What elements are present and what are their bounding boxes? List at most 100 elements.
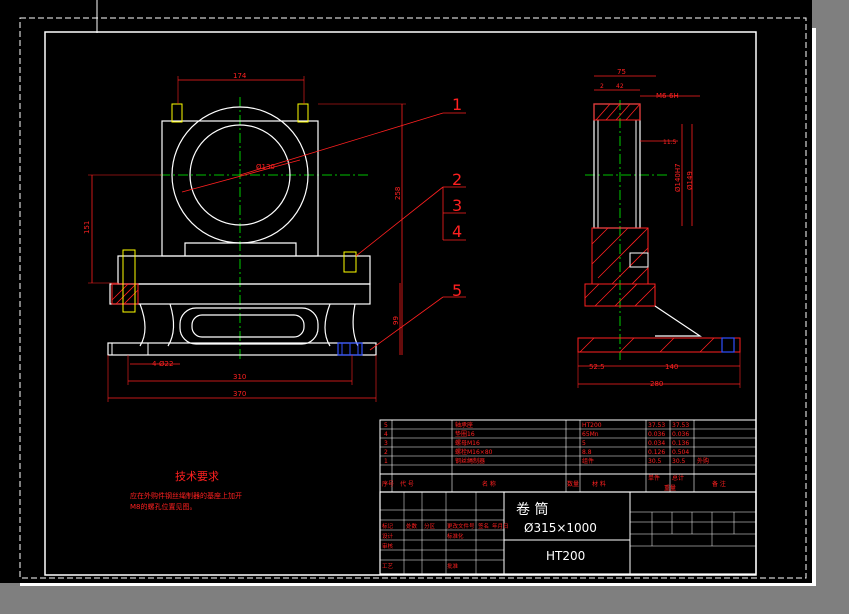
- balloon-4: 4: [452, 222, 462, 241]
- bom-header-weight: 重量: [664, 484, 676, 492]
- tech-requirement-line-2: M8的螺孔位置见图。: [130, 502, 197, 511]
- tb-label-approve: 批准: [447, 562, 459, 570]
- bom-header-material: 材 料: [592, 480, 606, 488]
- dim-side-overall: 280: [650, 380, 663, 388]
- left-anchor-bolt: [122, 249, 136, 313]
- bom-row-4-material: 65Mn: [582, 431, 599, 438]
- sheet-shadow-bottom: [20, 583, 816, 586]
- side-base-hatch: [584, 283, 656, 307]
- bom-row-1-no: 1: [384, 458, 388, 465]
- dim-side-bore: Ø140H7: [674, 163, 682, 192]
- bill-of-materials: 5 轴承座 HT200 37.53 37.53 4 垫圈16 65Mn 0.03…: [379, 419, 757, 493]
- bom-row-4-no: 4: [384, 431, 388, 438]
- dim-holes: 4-Ø22: [152, 360, 173, 368]
- bom-row-1-material: 组件: [582, 457, 594, 465]
- side-housing-inner: [597, 119, 637, 229]
- balloon-1: 1: [452, 95, 462, 114]
- foot-slot-outer: [179, 307, 319, 345]
- bom-header-no: 序号: [382, 480, 394, 488]
- bom-header-code: 代 号: [400, 480, 414, 488]
- side-bolt-head: [629, 252, 649, 268]
- tech-requirements-title: 技术要求: [175, 470, 219, 483]
- bom-row-4-w2: 0.036: [672, 431, 689, 438]
- bom-row-1-name: 钢丝绳制器: [455, 457, 485, 465]
- bom-row-2-material: 8.8: [582, 449, 592, 456]
- outer-frame: [19, 17, 807, 579]
- dim-side-left: 52.5: [589, 363, 605, 371]
- bom-header-note: 备 注: [712, 480, 726, 488]
- bom-row-3-w2: 0.136: [672, 440, 689, 447]
- right-foot-curve: [324, 303, 359, 347]
- tb-label-count: 处数: [406, 522, 418, 530]
- drawing-material: HT200: [546, 549, 585, 563]
- bom-header-single: 单件: [648, 474, 660, 482]
- side-housing: [593, 103, 641, 229]
- bom-row-5-material: HT200: [582, 422, 602, 429]
- tb-label-process: 工艺: [382, 563, 394, 570]
- balloon-2: 2: [452, 170, 462, 189]
- base-plate: [117, 255, 371, 285]
- ground-base: [107, 342, 377, 356]
- tb-label-date: 年月日: [492, 522, 509, 530]
- side-rib: [654, 305, 702, 337]
- tb-label-mark: 标记: [382, 522, 394, 530]
- right-bolt: [343, 251, 357, 273]
- foot-slot-inner: [191, 314, 305, 338]
- drawing-spec: Ø315×1000: [524, 521, 597, 535]
- bom-row-2-name: 螺栓M16×80: [455, 448, 493, 456]
- tb-label-sign: 签名: [478, 522, 489, 530]
- bom-row-1-w2: 30.5: [672, 458, 686, 465]
- bom-header-total: 总计: [672, 474, 684, 482]
- dim-outer-width: 370: [233, 390, 246, 398]
- diameter-leader: [181, 159, 301, 193]
- tb-label-design: 设计: [382, 532, 394, 540]
- dim-side-a: 2: [600, 83, 604, 90]
- sheet-shadow-right: [812, 28, 816, 586]
- bom-row-4-w1: 0.036: [648, 431, 665, 438]
- bom-row-2-no: 2: [384, 449, 388, 456]
- bom-row-1-note: 外购: [697, 457, 709, 465]
- bom-row-5-no: 5: [384, 422, 388, 429]
- dim-side-top: 75: [617, 68, 626, 76]
- bom-row-3-w1: 0.034: [648, 440, 665, 447]
- tb-label-change: 更改文件号: [447, 522, 475, 530]
- side-foot-nut: [721, 337, 735, 353]
- bom-row-3-no: 3: [384, 440, 388, 447]
- bom-row-5-w2: 37.53: [672, 422, 689, 429]
- bom-row-5-name: 轴承座: [455, 421, 473, 429]
- dim-side-mid: 140: [665, 363, 678, 371]
- top-left-bolt: [171, 103, 183, 123]
- left-foot-curve: [139, 303, 175, 347]
- inner-frame: [44, 31, 757, 576]
- dim-inner-width: 310: [233, 373, 246, 381]
- dim-side-thread: M6-6H: [656, 92, 679, 100]
- dim-side-b: 42: [616, 83, 624, 90]
- dim-base-height: 99: [392, 316, 400, 325]
- side-view: 75 2 42 M6-6H 11.5 Ø140H7 Ø149 52.5 140 …: [577, 68, 741, 388]
- base-flange: [109, 283, 371, 305]
- bom-row-1-w1: 30.5: [648, 458, 662, 465]
- tb-label-zone: 分区: [424, 522, 436, 530]
- bom-row-4-name: 垫圈16: [455, 430, 475, 438]
- bom-header-name: 名 称: [482, 480, 496, 488]
- title-block: 标记 处数 分区 更改文件号 签名 年月日 设计 标准化 审核 工艺 批准 卷 …: [379, 491, 757, 575]
- balloon-5: 5: [452, 281, 462, 300]
- balloon-3: 3: [452, 196, 462, 215]
- front-view: Ø130 174 258 151 99 4-Ø22 310 370: [83, 72, 406, 402]
- side-top-hatch: [593, 103, 641, 121]
- bom-header-qty: 数量: [567, 480, 579, 488]
- drawing-title: 卷 筒: [516, 501, 548, 518]
- housing-bore-circle: [189, 124, 291, 226]
- dim-top-width: 174: [233, 72, 247, 80]
- tb-label-review: 审核: [382, 542, 394, 550]
- dim-side-offset: 11.5: [663, 139, 677, 146]
- dim-left-height: 151: [83, 221, 91, 234]
- left-hatch-region: [111, 283, 139, 305]
- bom-row-2-w2: 0.504: [672, 449, 689, 456]
- side-foot-hatch: [577, 337, 741, 353]
- housing-neck: [184, 242, 297, 256]
- dim-side-outer: Ø149: [686, 171, 694, 190]
- top-right-bolt: [297, 103, 309, 123]
- bom-row-5-w1: 37.53: [648, 422, 665, 429]
